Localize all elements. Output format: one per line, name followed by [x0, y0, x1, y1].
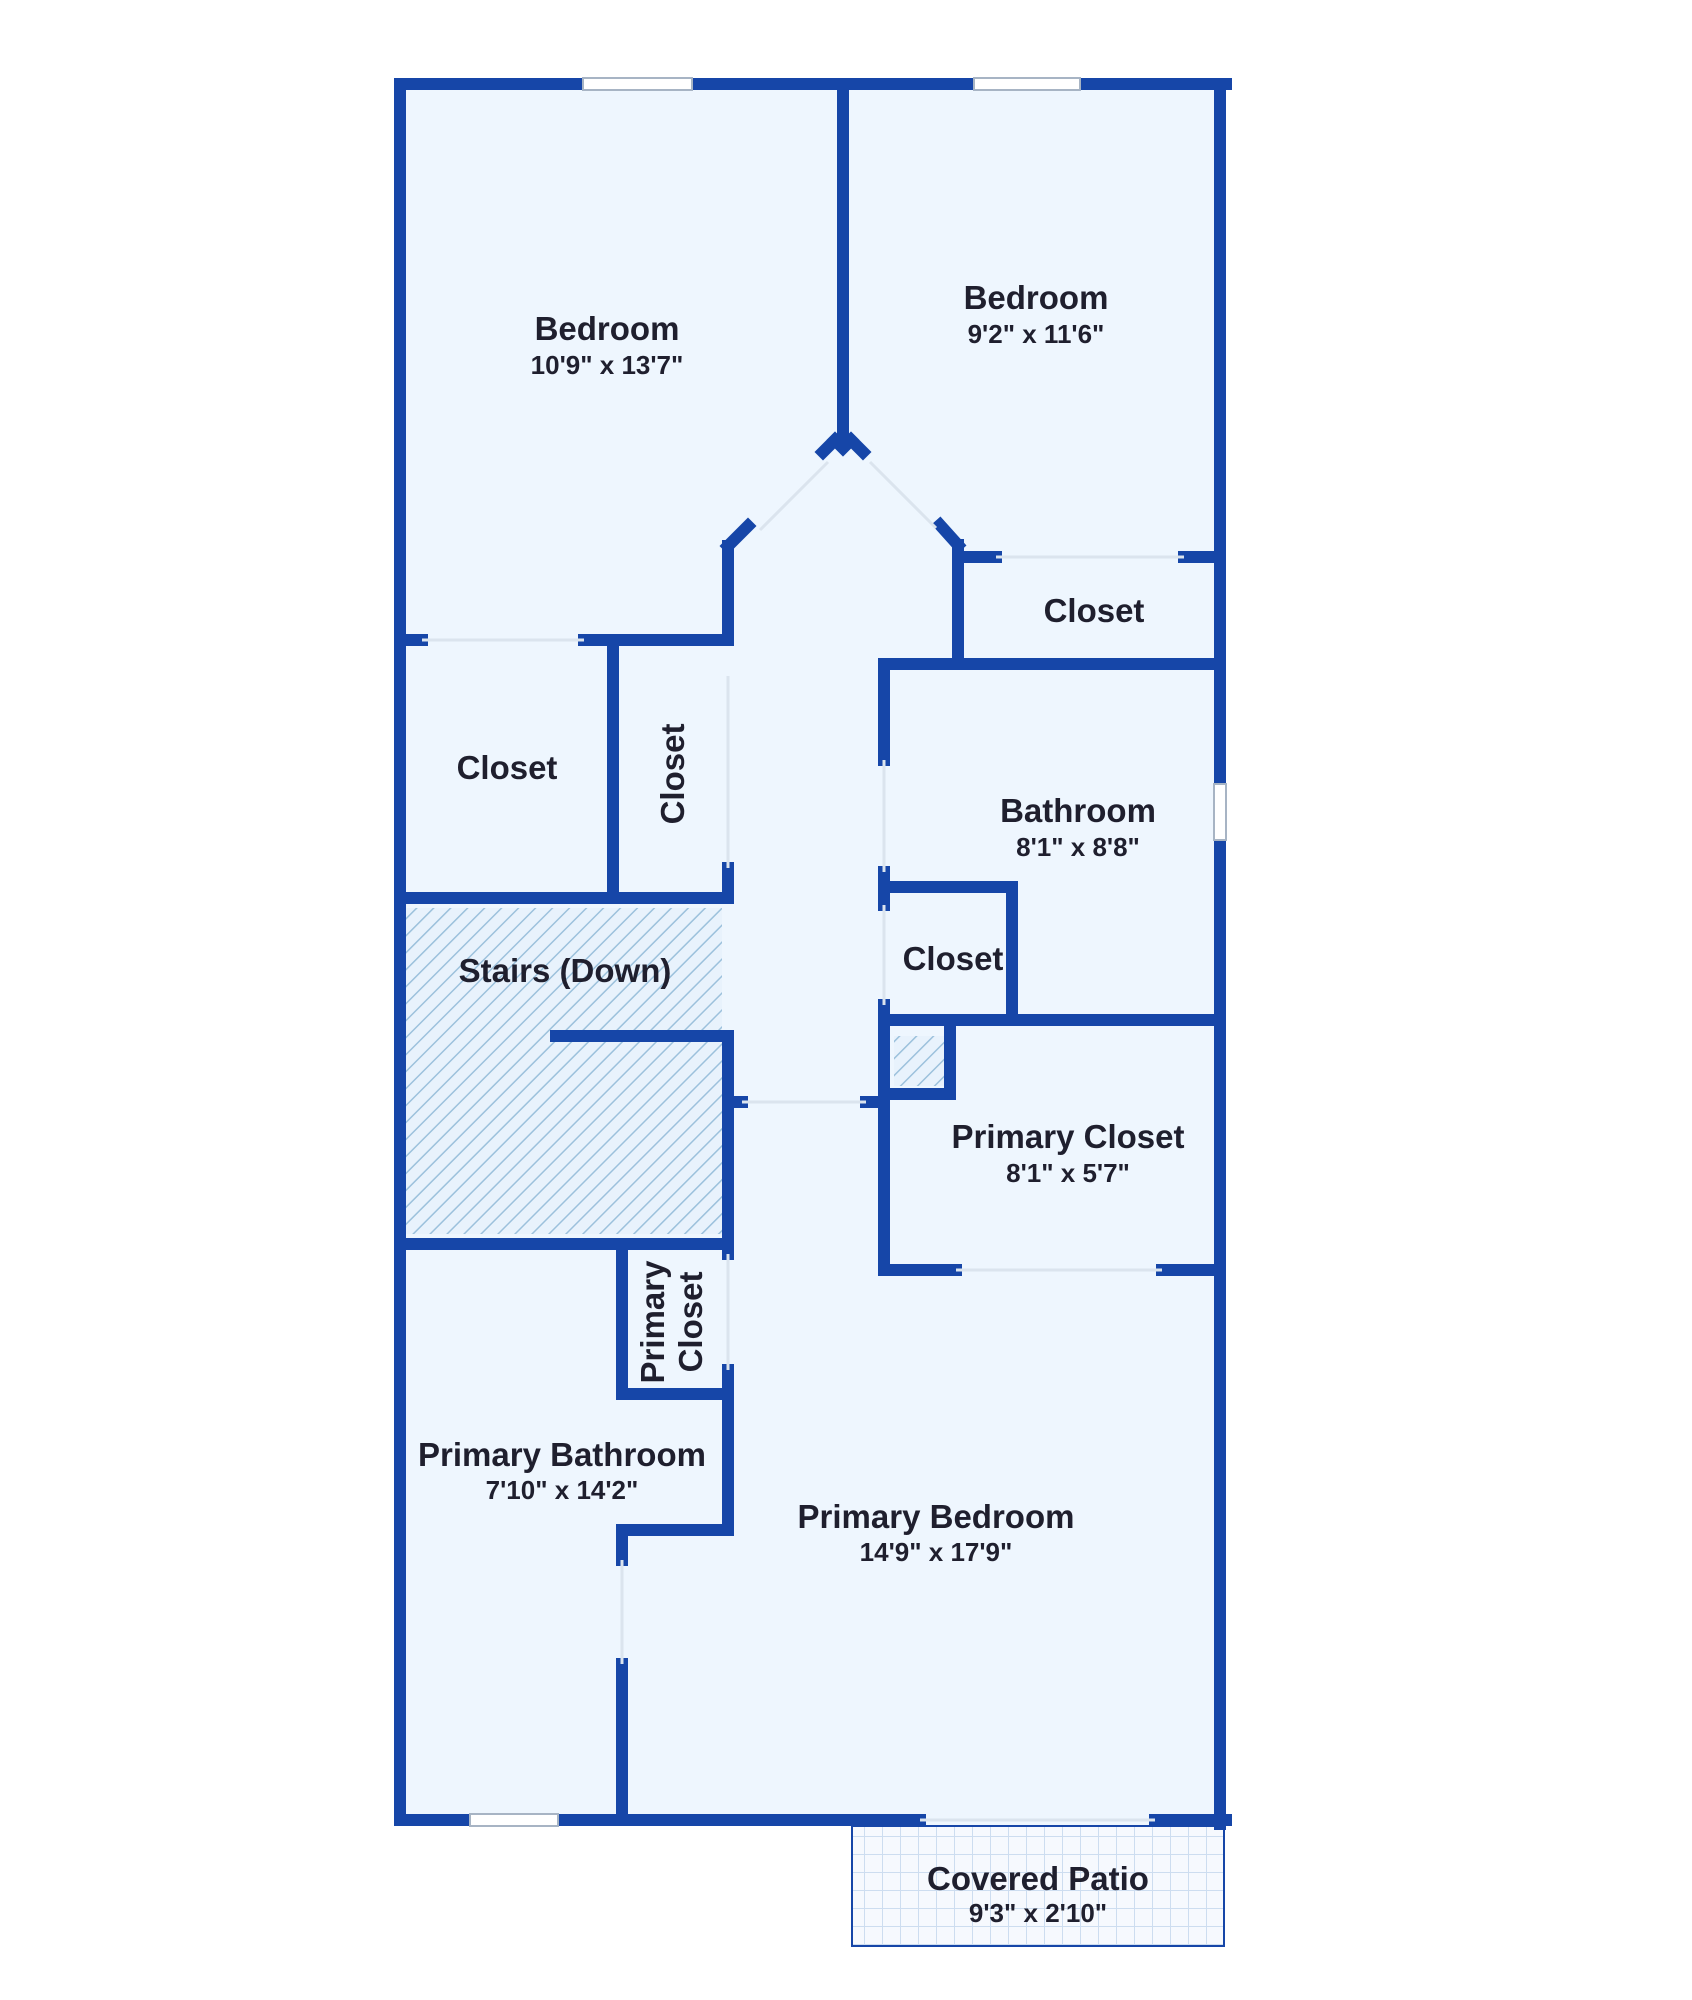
closet-w-label: Closet	[457, 749, 558, 786]
bedroom-ne-label: Bedroom	[964, 279, 1109, 316]
primary-bathroom-label: Primary Bathroom	[418, 1436, 706, 1473]
small-hatch	[894, 1036, 944, 1086]
window-top-left	[582, 77, 693, 91]
bedroom-nw-label: Bedroom	[535, 310, 680, 347]
closet-w-vertical-label: Closet	[654, 724, 691, 825]
stairs-hatch	[406, 908, 722, 1234]
closet-bath-label: Closet	[903, 940, 1004, 977]
window-right	[1213, 783, 1227, 841]
primary-closet-dims: 8'1" x 5'7"	[1006, 1158, 1130, 1188]
patio-floor	[851, 1825, 1225, 1947]
window-top-right	[973, 77, 1081, 91]
door-openings	[422, 460, 1184, 1822]
walls	[394, 78, 1232, 1830]
primary-closet-small-line1: Primary	[634, 1260, 671, 1384]
bedroom-ne-dims: 9'2" x 11'6"	[968, 319, 1105, 349]
primary-bathroom-dims: 7'10" x 14'2"	[486, 1475, 639, 1505]
windows	[469, 77, 1227, 1827]
stairs-label: Stairs (Down)	[459, 952, 672, 989]
primary-closet-small-label: Primary Closet	[634, 1260, 709, 1384]
covered-patio-dims: 9'3" x 2'10"	[969, 1898, 1107, 1928]
window-bottom	[469, 1813, 559, 1827]
primary-closet-label: Primary Closet	[952, 1118, 1185, 1155]
bedroom-nw-dims: 10'9" x 13'7"	[531, 350, 684, 380]
covered-patio-label: Covered Patio	[927, 1860, 1149, 1897]
primary-closet-small-line2: Closet	[672, 1272, 709, 1373]
closet-ne-label: Closet	[1044, 592, 1145, 629]
bathroom-label: Bathroom	[1000, 792, 1156, 829]
primary-bedroom-label: Primary Bedroom	[798, 1498, 1075, 1535]
primary-bedroom-dims: 14'9" x 17'9"	[860, 1537, 1013, 1567]
bathroom-dims: 8'1" x 8'8"	[1016, 832, 1140, 862]
